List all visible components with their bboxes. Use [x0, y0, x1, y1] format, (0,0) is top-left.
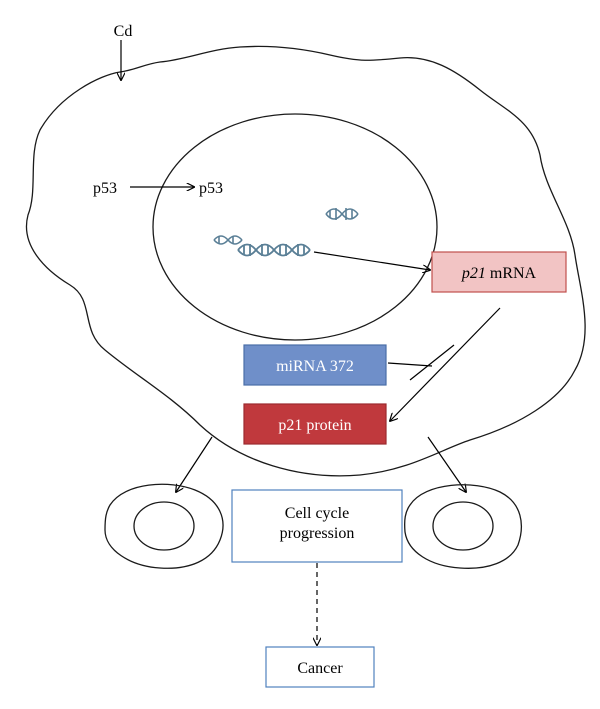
cancer-box — [265, 646, 375, 688]
p53-cytoplasm-label: p53 — [93, 180, 117, 197]
cell-cycle-progression-box — [231, 489, 403, 563]
mrna-suffix: mRNA — [486, 265, 537, 282]
dna-helix-icon — [325, 208, 359, 220]
p21-protein-box — [243, 403, 387, 445]
mirna-372-box — [243, 344, 387, 386]
cd-label: Cd — [114, 23, 133, 40]
daughter-cell-right — [404, 484, 522, 569]
dna-helix-icon — [213, 235, 243, 245]
p21-mrna-box — [431, 251, 567, 293]
p21-mrna-label: p21 mRNA — [461, 265, 537, 282]
daughter-cell-left — [104, 483, 224, 569]
division-arrow-left — [176, 436, 213, 492]
daughter-cell-right-nucleus — [432, 501, 494, 551]
division-arrow-right — [427, 436, 466, 492]
p21-protein-label: p21 protein — [278, 417, 351, 434]
inhibition-symbol — [387, 344, 455, 381]
p53-nucleus-label: p53 — [199, 180, 223, 197]
transcription-arrow — [313, 251, 430, 270]
dna-helix-icon — [237, 243, 311, 257]
cell-membrane — [25, 45, 586, 477]
cell-cycle-line-2: progression — [280, 525, 355, 542]
daughter-cell-left-nucleus — [133, 501, 195, 551]
p21-gene-name: p21 — [461, 265, 486, 282]
cell-cycle-line-1: Cell cycle — [285, 505, 349, 522]
translation-arrow — [390, 307, 501, 421]
mirna-372-label: miRNA 372 — [276, 358, 354, 375]
nucleus — [152, 113, 438, 341]
cancer-label: Cancer — [297, 660, 343, 677]
